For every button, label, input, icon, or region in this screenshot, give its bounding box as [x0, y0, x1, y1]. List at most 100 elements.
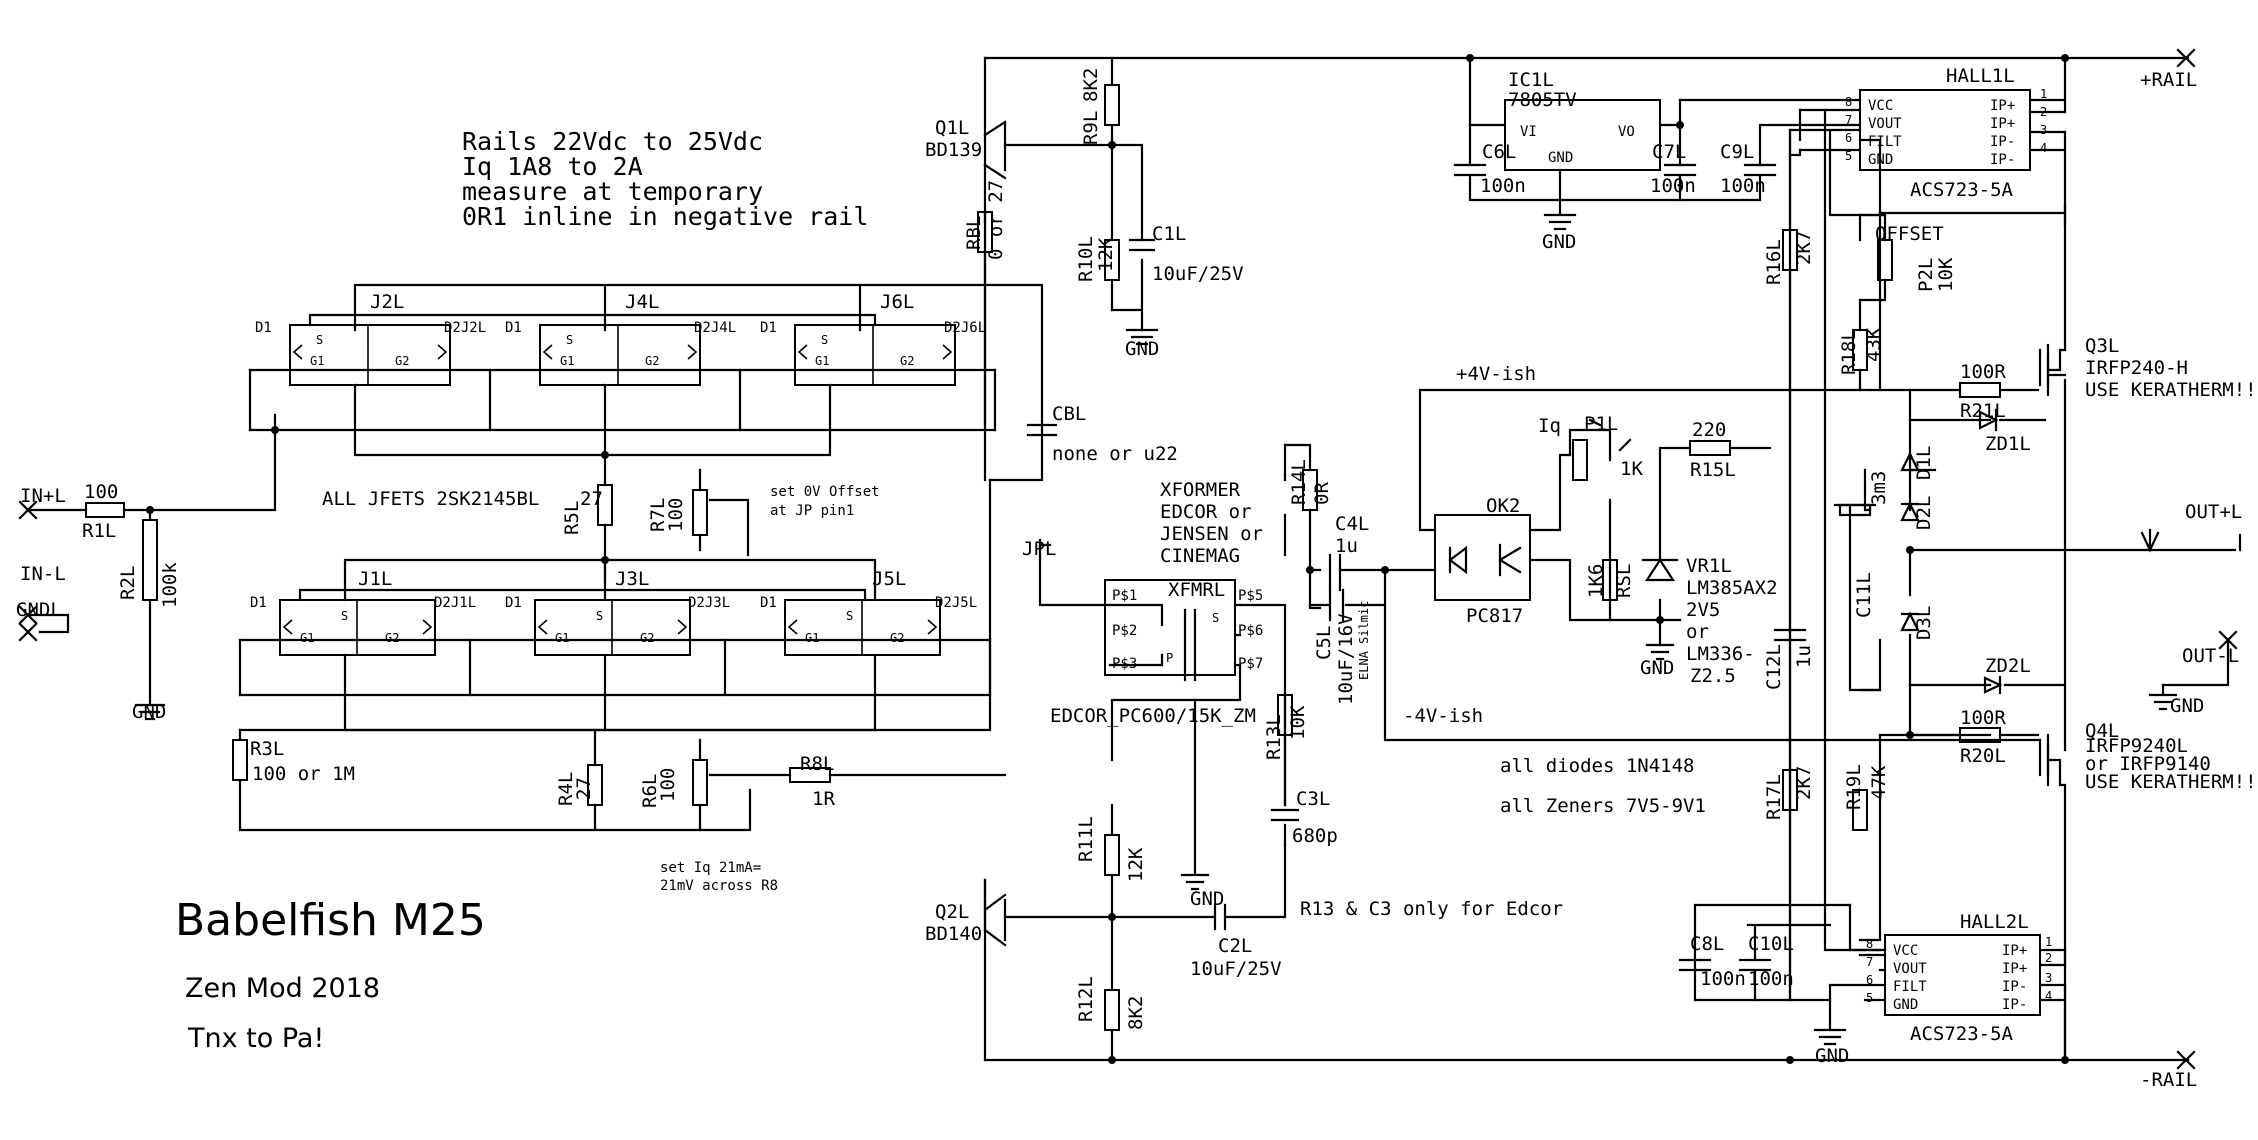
r1-ref: R1L — [82, 520, 116, 542]
hall1-vcc: VCC — [1868, 98, 1893, 114]
j2l-g1: G1 — [310, 354, 324, 368]
r6-value: 100 — [657, 768, 679, 802]
xformer-note-3: JENSEN or — [1160, 523, 1263, 545]
c2-value: 10uF/25V — [1190, 958, 1282, 980]
d3-ref: D3L — [1913, 606, 1935, 640]
gnd-label-ic1: GND — [1542, 231, 1576, 253]
r16-value: 2K7 — [1793, 231, 1815, 265]
xformer-ref: XFMRL — [1168, 579, 1225, 601]
ok2-part: PC817 — [1466, 605, 1523, 627]
j3l-ref: J3L — [615, 568, 649, 590]
j5l-d2: D2J5L — [935, 595, 977, 611]
jfet-J4L — [539, 324, 701, 386]
r10-value: 12K — [1095, 237, 1117, 272]
r13-ref: R13L — [1263, 714, 1285, 760]
hall1-n5: 5 — [1845, 149, 1852, 163]
hall2-n5: 5 — [1866, 991, 1873, 1005]
xf-p7: P$7 — [1238, 656, 1263, 672]
p2-offset-label: OFFSET — [1875, 223, 1944, 245]
j2l-g2: G2 — [395, 354, 409, 368]
c11-ref: C11L — [1853, 572, 1875, 618]
r20-value: 100R — [1960, 707, 2006, 729]
c5-note: ELNA Silmic — [1357, 601, 1371, 680]
r6-ref: R6L — [639, 774, 661, 808]
gnd-label-hall2: GND — [1815, 1045, 1849, 1067]
q3-note: USE KERATHERM!!! — [2085, 379, 2258, 401]
note-rails-4: 0R1 inline in negative rail — [462, 202, 868, 231]
c1-value: 10uF/25V — [1152, 263, 1244, 285]
c11-value: 3m3 — [1868, 471, 1890, 505]
junction-dots — [146, 54, 2069, 1064]
vr1-alt2: or — [1686, 621, 1709, 643]
hall2-ip2: IP+ — [2002, 961, 2027, 977]
hall2-n1: 1 — [2045, 935, 2052, 949]
j4l-s: S — [566, 333, 573, 347]
output-stage — [1833, 203, 2160, 1062]
hall2-n6: 6 — [1866, 973, 1873, 987]
c7-ref: C7L — [1652, 141, 1686, 163]
note-rails-2: Iq 1A8 to 2A — [462, 152, 643, 181]
rail-neg-label: -RAIL — [2140, 1069, 2197, 1091]
c9-value: 100n — [1720, 175, 1766, 197]
r21-value: 100R — [1960, 361, 2006, 383]
r10-ref: R10L — [1075, 236, 1097, 282]
cb-ref: CBL — [1052, 403, 1086, 425]
hall2-ip4: IP- — [2002, 997, 2027, 1013]
j3l-g2: G2 — [640, 631, 654, 645]
edcor-note: R13 & C3 only for Edcor — [1300, 898, 1563, 920]
j1l-g1: G1 — [300, 631, 314, 645]
pot-R7L — [692, 468, 750, 557]
j3l-s: S — [596, 609, 603, 623]
hall1-vout: VOUT — [1868, 116, 1902, 132]
cb-value: none or u22 — [1052, 443, 1178, 465]
hall1-ip1: IP+ — [1990, 98, 2015, 114]
note-iq-1: set Iq 21mA= — [660, 860, 761, 876]
hall2-ip1: IP+ — [2002, 943, 2027, 959]
zd1-ref: ZD1L — [1985, 433, 2031, 455]
j6l-d1: D1 — [760, 320, 777, 336]
j5l-g2: G2 — [890, 631, 904, 645]
hall1-n4: 4 — [2040, 141, 2047, 155]
r3-ref: R3L — [250, 738, 284, 760]
c7-value: 100n — [1650, 175, 1696, 197]
c10-value: 100n — [1748, 968, 1794, 990]
ic1-vo: VO — [1618, 124, 1635, 140]
hall1-n6: 6 — [1845, 131, 1852, 145]
hall2-ref: HALL2L — [1960, 911, 2029, 933]
c4-ref: C4L — [1335, 513, 1369, 535]
d1-ref: D1L — [1913, 446, 1935, 480]
out-neg-label: OUT-L — [2182, 645, 2239, 667]
r4-ref: R4L — [555, 772, 577, 806]
q2-ref: Q2L — [935, 901, 969, 923]
in-pos-label: IN+L — [20, 485, 66, 507]
upper-jfet-row — [248, 283, 1044, 582]
r11-ref: R11L — [1075, 816, 1097, 862]
j6l-s: S — [821, 333, 828, 347]
c12-value: 1u — [1793, 645, 1815, 668]
r13-value: 10K — [1287, 705, 1309, 740]
vr1-alt3: LM336- — [1686, 643, 1755, 665]
hall1-n8: 8 — [1845, 95, 1852, 109]
xf-p6: P$6 — [1238, 623, 1263, 639]
j6l-d2: D2J6L — [944, 320, 986, 336]
r18-value: 43K — [1863, 327, 1885, 362]
c1-ref: C1L — [1152, 223, 1186, 245]
out-pos-label: OUT+L — [2185, 501, 2242, 523]
r14-value: 0R — [1311, 482, 1333, 505]
rs-value: 1K6 — [1585, 564, 1607, 598]
vr1-alt4: Z2.5 — [1690, 665, 1736, 687]
note-rails-1: Rails 22Vdc to 25Vdc — [462, 127, 763, 156]
r4-value: 27 — [573, 777, 595, 800]
credit: Tnx to Pa! — [187, 1023, 324, 1054]
out-neg-wire — [2161, 630, 2238, 687]
r7-value: 100 — [665, 498, 687, 532]
vr1-alt1: 2V5 — [1686, 599, 1720, 621]
hall1-n1: 1 — [2040, 87, 2047, 101]
note-rails-3: measure at temporary — [462, 177, 763, 206]
q4-ref: Q4L — [2085, 720, 2119, 742]
vr1-part: LM385AX2 — [1686, 577, 1778, 599]
xf-p3: P$3 — [1112, 656, 1137, 672]
hall1-ip3: IP- — [1990, 134, 2015, 150]
j5l-ref: J5L — [872, 568, 906, 590]
j1l-d2: D2J1L — [434, 595, 476, 611]
